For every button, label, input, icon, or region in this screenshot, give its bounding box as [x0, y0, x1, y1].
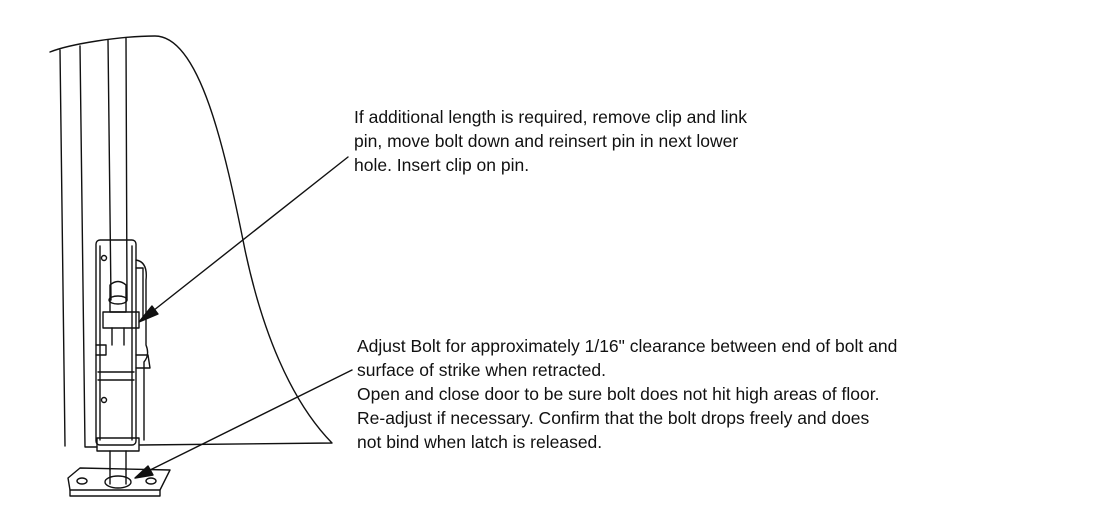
strike-plate	[67, 467, 171, 497]
link-pin-instructions-line-3: hole. Insert clip on pin.	[354, 155, 530, 175]
door-panel	[49, 35, 333, 448]
bolt-adjust-instructions-line-5: not bind when latch is released.	[357, 432, 603, 452]
bolt-adjust-instructions-line-2: surface of strike when retracted.	[357, 360, 606, 380]
operating-rod	[107, 37, 128, 305]
leader-line-link-pin	[138, 156, 349, 323]
bolt-adjust-instructions: Adjust Bolt for approximately 1/16" clea…	[357, 334, 897, 454]
link-pin-instructions-line-2: pin, move bolt down and reinsert pin in …	[354, 131, 739, 151]
link-pin-instructions-line-1: If additional length is required, remove…	[354, 107, 747, 127]
bolt-adjust-instructions-line-3: Open and close door to be sure bolt does…	[357, 384, 880, 404]
bolt-adjust-instructions-line-4: Re-adjust if necessary. Confirm that the…	[357, 408, 870, 428]
lower-pin	[96, 437, 140, 471]
bolt-housing	[95, 239, 151, 446]
leader-line-bolt	[134, 369, 353, 479]
link-pin-instructions: If additional length is required, remove…	[354, 105, 747, 177]
bolt-adjust-instructions-line-1: Adjust Bolt for approximately 1/16" clea…	[357, 336, 898, 356]
link-pin	[102, 280, 140, 346]
